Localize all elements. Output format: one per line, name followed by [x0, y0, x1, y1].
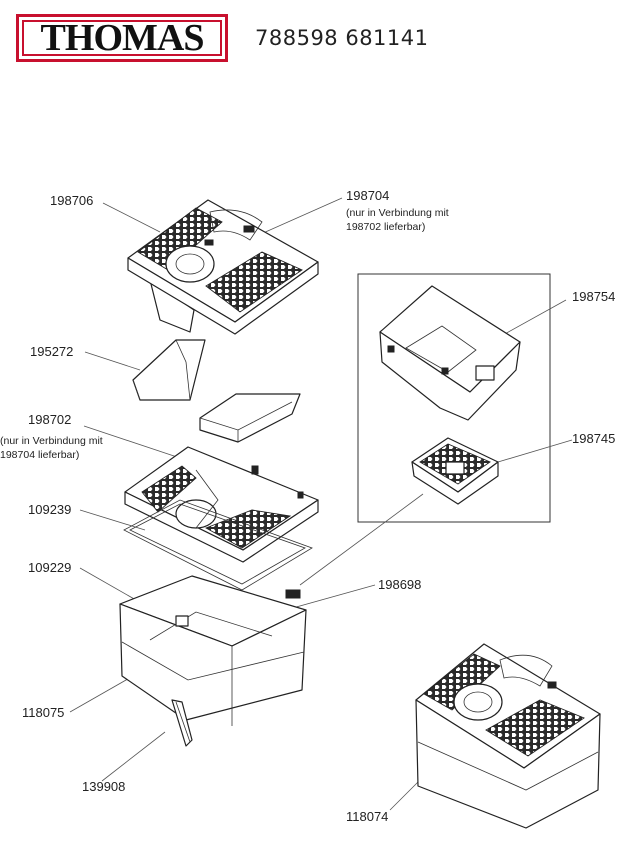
part-118074-assembled: [415, 643, 601, 829]
label-198706: 198706: [50, 193, 94, 208]
part-118075-container: [119, 575, 307, 747]
label-118074: 118074: [346, 809, 389, 824]
note-198702-line1: (nur in Verbindung mit: [0, 435, 103, 447]
part-198702-frame: [124, 446, 319, 563]
article-codes: 788598 681141: [255, 26, 429, 50]
part-198745-mesh: [411, 437, 499, 505]
note-198704-line2: 198702 lieferbar): [346, 221, 426, 233]
part-109239-gasket: [123, 499, 313, 591]
label-198704: 198704: [346, 188, 390, 203]
label-198702: 198702: [28, 412, 72, 427]
part-198754-lid: [379, 285, 521, 421]
label-109239: 109239: [28, 502, 72, 517]
inset-frame: [357, 273, 551, 523]
label-109229: 109229: [28, 560, 72, 575]
logo-text: THOMAS: [40, 17, 205, 59]
label-198754: 198754: [572, 289, 616, 304]
label-195272: 195272: [30, 344, 74, 359]
note-198704-line1: (nur in Verbindung mit: [346, 207, 449, 219]
label-198698: 198698: [378, 577, 422, 592]
part-195272-sponge: [132, 339, 206, 401]
part-198706-lid: [127, 199, 319, 335]
label-118075: 118075: [22, 705, 65, 720]
note-198702-line2: 198704 lieferbar): [0, 449, 80, 461]
label-198745: 198745: [572, 431, 616, 446]
label-139908: 139908: [82, 779, 126, 794]
logo-frame: THOMAS: [22, 17, 222, 59]
part-sponge-2: [199, 393, 301, 443]
thomas-logo: THOMAS: [16, 14, 228, 62]
